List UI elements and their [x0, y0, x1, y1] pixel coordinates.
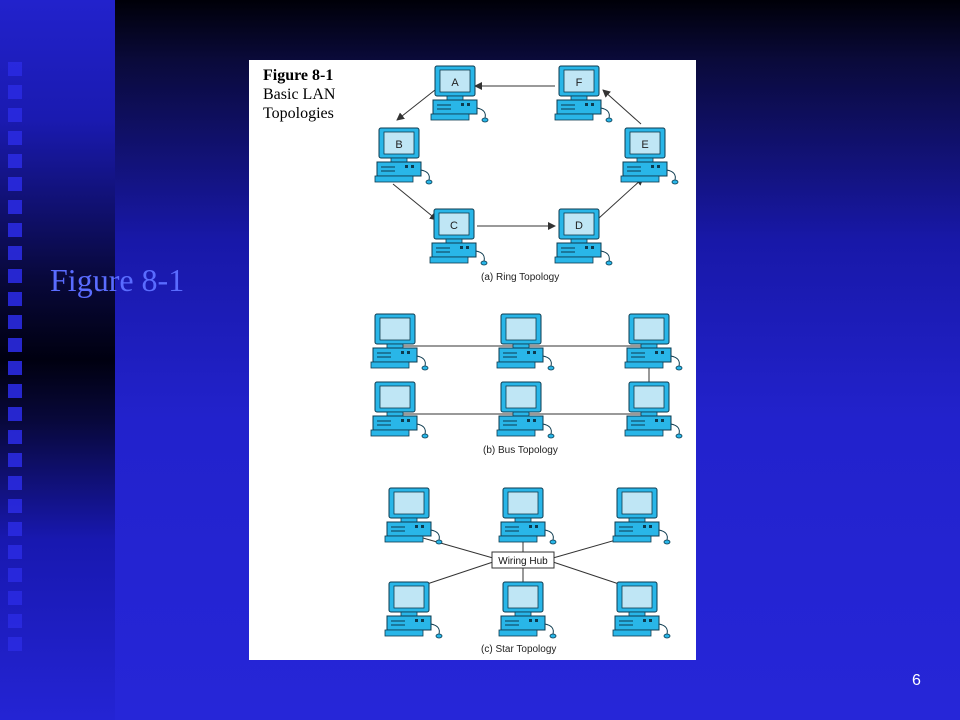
- decorative-squares: [8, 62, 24, 662]
- decorative-square: [8, 246, 22, 260]
- star-pc-1: [384, 487, 443, 545]
- slide-title: Figure 8-1: [50, 262, 185, 298]
- decorative-square: [8, 407, 22, 421]
- decorative-square: [8, 131, 22, 145]
- decorative-square: [8, 568, 22, 582]
- ring-pc-b: [374, 127, 433, 185]
- decorative-square: [8, 177, 22, 191]
- ring-label-d: D: [575, 220, 583, 232]
- decorative-square: [8, 499, 22, 513]
- figure-image: Figure 8-1 Basic LAN Topologies: [249, 60, 696, 660]
- decorative-square: [8, 154, 22, 168]
- star-pc-6: [612, 581, 671, 639]
- decorative-square: [8, 315, 22, 329]
- wiring-hub-box: [491, 551, 555, 569]
- decorative-square: [8, 62, 22, 76]
- decorative-square: [8, 453, 22, 467]
- ring-label-b: B: [395, 139, 402, 151]
- decorative-square: [8, 522, 22, 536]
- decorative-square: [8, 430, 22, 444]
- bus-pc-3: [624, 313, 683, 371]
- decorative-square: [8, 292, 22, 306]
- decorative-square: [8, 85, 22, 99]
- decorative-square: [8, 269, 22, 283]
- bus-pc-1: [370, 313, 429, 371]
- decorative-square: [8, 545, 22, 559]
- decorative-square: [8, 223, 22, 237]
- ring-pc-a: [430, 65, 489, 123]
- ring-pc-c: [429, 208, 488, 266]
- bus-pc-5: [496, 381, 555, 439]
- star-pc-3: [612, 487, 671, 545]
- decorative-square: [8, 384, 22, 398]
- figure-subtitle-line1: Basic LAN: [263, 86, 336, 103]
- decorative-square: [8, 637, 22, 651]
- page-number: 6: [912, 672, 921, 689]
- ring-label-a: A: [451, 77, 459, 89]
- star-caption: (c) Star Topology: [481, 644, 556, 655]
- star-pc-4: [384, 581, 443, 639]
- ring-label-e: E: [641, 139, 648, 151]
- ring-label-f: F: [576, 77, 583, 89]
- decorative-square: [8, 614, 22, 628]
- star-pc-5: [498, 581, 557, 639]
- wiring-hub-label: Wiring Hub: [498, 556, 548, 567]
- bus-pc-6: [624, 381, 683, 439]
- decorative-square: [8, 108, 22, 122]
- decorative-square: [8, 200, 22, 214]
- ring-caption: (a) Ring Topology: [481, 272, 559, 283]
- ring-pc-d: [554, 208, 613, 266]
- ring-pc-e: [620, 127, 679, 185]
- ring-connections: [392, 82, 644, 230]
- ring-pc-f: [554, 65, 613, 123]
- figure-caption: Figure 8-1 Basic LAN Topologies: [263, 66, 335, 123]
- ring-label-c: C: [450, 220, 458, 232]
- figure-number: Figure 8-1: [263, 67, 334, 84]
- left-decorative-band: [0, 0, 115, 720]
- decorative-square: [8, 361, 22, 375]
- bus-pc-4: [370, 381, 429, 439]
- bus-caption: (b) Bus Topology: [483, 445, 558, 456]
- decorative-square: [8, 476, 22, 490]
- bus-pc-2: [496, 313, 555, 371]
- decorative-square: [8, 338, 22, 352]
- figure-subtitle-line2: Topologies: [263, 105, 334, 122]
- star-pc-2: [498, 487, 557, 545]
- decorative-square: [8, 591, 22, 605]
- lan-topology-diagram: A F B E C D (a) Ring Topology (b) Bus To…: [370, 65, 683, 655]
